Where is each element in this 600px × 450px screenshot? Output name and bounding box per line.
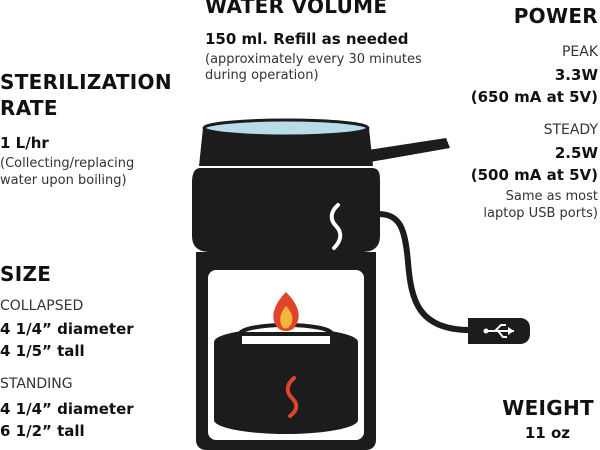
power-steady-note-2: laptop USB ports) [483,206,598,221]
water-volume-note-2: during operation) [205,68,319,83]
sterilization-heading-2: RATE [0,96,58,120]
water-volume-note-1: (approximately every 30 minutes [205,52,422,67]
power-steady-note-1: Same as most [505,189,598,204]
pot-handle [368,138,450,162]
power-heading: POWER [513,4,598,28]
water-volume-value: 150 ml. Refill as needed [205,30,409,48]
power-steady-watts: 2.5W [554,144,598,162]
size-standing-label: STANDING [0,376,73,392]
heater-logo [285,376,299,418]
sterilization-note-2: water upon boiling) [0,173,127,188]
pot [199,118,373,166]
size-heading: SIZE [0,262,52,286]
sterilization-heading-1: STERILIZATION [0,70,172,94]
power-peak-watts: 3.3W [554,66,598,84]
heater-unit [214,323,358,434]
power-peak-current: (650 mA at 5V) [470,88,598,106]
sterilization-note-1: (Collecting/replacing [0,156,135,171]
flame-icon [273,292,299,331]
weight-value: 11 oz [524,424,570,442]
size-collapsed-height: 4 1/5” tall [0,342,85,360]
weight-heading: WEIGHT [502,396,594,420]
size-standing-diameter: 4 1/4” diameter [0,400,134,418]
usb-cable [375,211,473,333]
size-collapsed-diameter: 4 1/4” diameter [0,320,134,338]
steam-logo [329,203,343,250]
water-surface [202,118,370,138]
power-steady-label: STEADY [543,122,598,138]
usb-icon [468,318,530,344]
device-body [192,168,380,252]
size-collapsed-label: COLLAPSED [0,298,84,314]
power-steady-current: (500 mA at 5V) [470,166,598,184]
water-volume-heading: WATER VOLUME [205,0,388,18]
power-peak-label: PEAK [561,44,598,60]
size-standing-height: 6 1/2” tall [0,422,85,440]
sterilization-value: 1 L/hr [0,134,49,152]
